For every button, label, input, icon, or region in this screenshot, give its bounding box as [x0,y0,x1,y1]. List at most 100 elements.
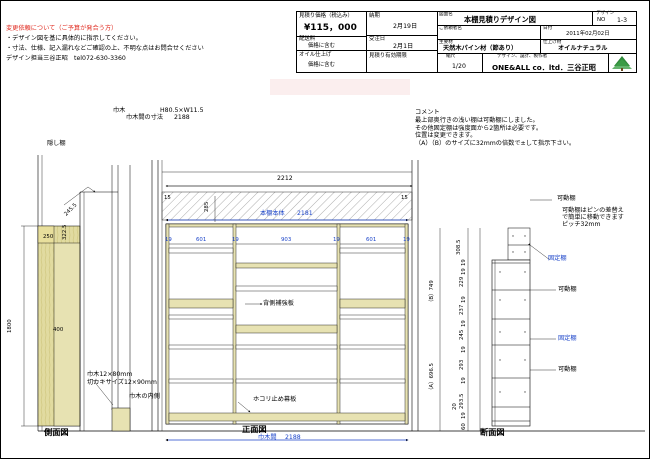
comment-line3: 位置は変更できます。 [415,132,477,139]
section-b-label: （B）749 [429,280,435,305]
section-movable-shelf3: 可動棚 [558,366,577,373]
drawing-name-value: 本棚見積りデザイン図 [464,15,536,24]
section-dim-2: 19 [461,268,467,275]
section-dim-11: 20 [452,403,458,410]
comment-line2: その他固定棚は強度面から2箇所は必要です。 [415,125,543,132]
side-habaki-note1: 巾木12×80mm [87,371,133,378]
section-dim-9: 293 [459,359,465,370]
finish-label: 仕上げ材 [543,40,562,45]
front-dust-board: ホコリ止め幕板 [253,396,297,403]
highlight-patch [270,79,410,95]
finish-value: オイルナチュラル [558,45,608,52]
front-body-width-value: 2181 [297,210,313,217]
habaki-label: 巾木 [113,107,126,114]
scale-value: 1/20 [452,63,466,70]
comment-line1: 最上部奥行きの浅い棚は可動棚にしました。 [415,117,539,124]
deadline-label: 納期 [369,13,380,19]
section-movable-note3: ピッチ32mm [562,221,601,228]
front-col-dim-3: 903 [281,237,292,243]
gap-label: 巾木間の寸法 [126,114,164,121]
front-col-dim-5: 601 [366,237,377,243]
validity-label: 見積り有効期限 [369,53,407,59]
side-dim-250: 250 [43,234,54,240]
front-col-dim-2: 19 [232,237,239,243]
front-title: 正面図 [242,424,267,434]
side-dim-1800: 1800 [7,319,13,333]
date-label: 日付 [543,26,553,31]
front-col-dim-1: 601 [196,237,207,243]
front-col-dim-6: 19 [403,237,410,243]
tree-logo-icon [612,56,632,71]
drawing-name-label: 図面名 [439,12,453,17]
front-dim-285: 285 [204,201,210,212]
section-dim-6: 19 [461,320,467,327]
notes-line2: ・寸法、仕様、記入漏れなどご確認の上、不明な点はお問合せください [6,45,204,52]
front-dim-15-right: 15 [401,195,408,201]
section-dim-8: 19 [461,346,467,353]
section-dim-3: 229 [459,276,465,287]
section-view [439,199,556,431]
section-movable-note1: 可動棚はピンの差替え [562,207,624,214]
notes-title: 変更依頼について（ご予算が発合う方） [6,25,118,32]
side-dim-322: 322.5 [62,224,68,240]
section-fixed-shelf1: 固定棚 [548,255,567,262]
order-date-value: 2月1日 [393,43,414,50]
habaki-dims: H80.5×W11.5 [160,107,204,114]
side-view [21,155,131,432]
side-habaki-note2: 切カキサイズ12×90mm [87,379,157,386]
side-dim-400: 400 [53,327,64,333]
price-value: ¥115，000 [304,23,357,33]
section-dim-13: 19 [461,412,467,419]
section-title: 断面図 [480,427,505,437]
front-col-dim-0: 19 [165,237,172,243]
notes-line1: ・デザイン図を基に具体的に指示してください。 [6,35,142,42]
comment-title: コメント [415,109,440,116]
section-movable-shelf: 可動棚 [557,195,576,202]
section-fixed-shelf2: 固定棚 [558,335,577,342]
price-label: 見積り価格（税込み） [299,13,353,19]
date-value: 2011年02月02日 [566,31,610,37]
material-value: 天然木パイン材（節あり） [443,45,518,52]
section-dim-4: 19 [461,296,467,303]
front-dim-15-left: 15 [164,195,171,201]
scale-label: 縮尺 [446,54,456,59]
side-kakushi: 隠し棚 [47,140,66,147]
section-movable-note2: で簡単に移動できます [562,214,624,221]
material-label: 主要材 [439,40,453,45]
front-habaki-gap-value: 2188 [285,434,301,441]
section-dim-10: 19 [461,377,467,384]
oil-value: 価格に含む [308,62,335,68]
delivery-label: 配送料 [299,36,316,42]
deadline-value: 2月19日 [393,23,418,30]
front-rear-brace: 背側補強板 [263,300,294,307]
front-body-width-label: 本棚本体 [260,210,285,217]
order-date-label: 受注日 [369,36,386,42]
delivery-value: 価格に含む [308,43,335,49]
design-no-sub: NO [597,17,606,23]
side-title: 側面図 [44,427,69,437]
section-movable-shelf2: 可動棚 [558,286,577,293]
front-col-dim-4: 19 [333,237,340,243]
design-no-value: 1-3 [617,17,628,24]
maker-label: デザイン、設計、製作者 [497,54,548,59]
section-dim-12: 293.5 [459,393,465,409]
customer-label: ご依頼者名 [439,26,462,31]
front-total-width: 2212 [277,175,293,182]
front-view [151,160,419,442]
notes-contact: デザイン担当三谷正昭 tel072-630-3360 [6,55,126,62]
section-dim-7: 245 [459,329,465,340]
comment-line4: （A）（B）のサイズに32mmの倍数で±して指示下さい。 [415,140,576,147]
oil-label: オイル仕上げ [299,52,332,58]
logo-cell [608,53,637,73]
section-dim-0: 19 [461,259,467,266]
section-dim-1: 308.5 [456,239,462,255]
section-dim-14: 60 [461,423,467,430]
front-habaki-gap-label: 巾木間 [258,434,277,441]
maker-value: ONE&ALL co．ltd．三谷正昭 [492,63,596,72]
design-no-label: デザイン [596,11,615,16]
gap-value: 2188 [174,114,190,121]
side-habaki-note3: 巾木の内側 [129,393,160,400]
section-dim-5: 237 [459,304,465,315]
section-a-label: （A）696.5 [429,363,435,393]
